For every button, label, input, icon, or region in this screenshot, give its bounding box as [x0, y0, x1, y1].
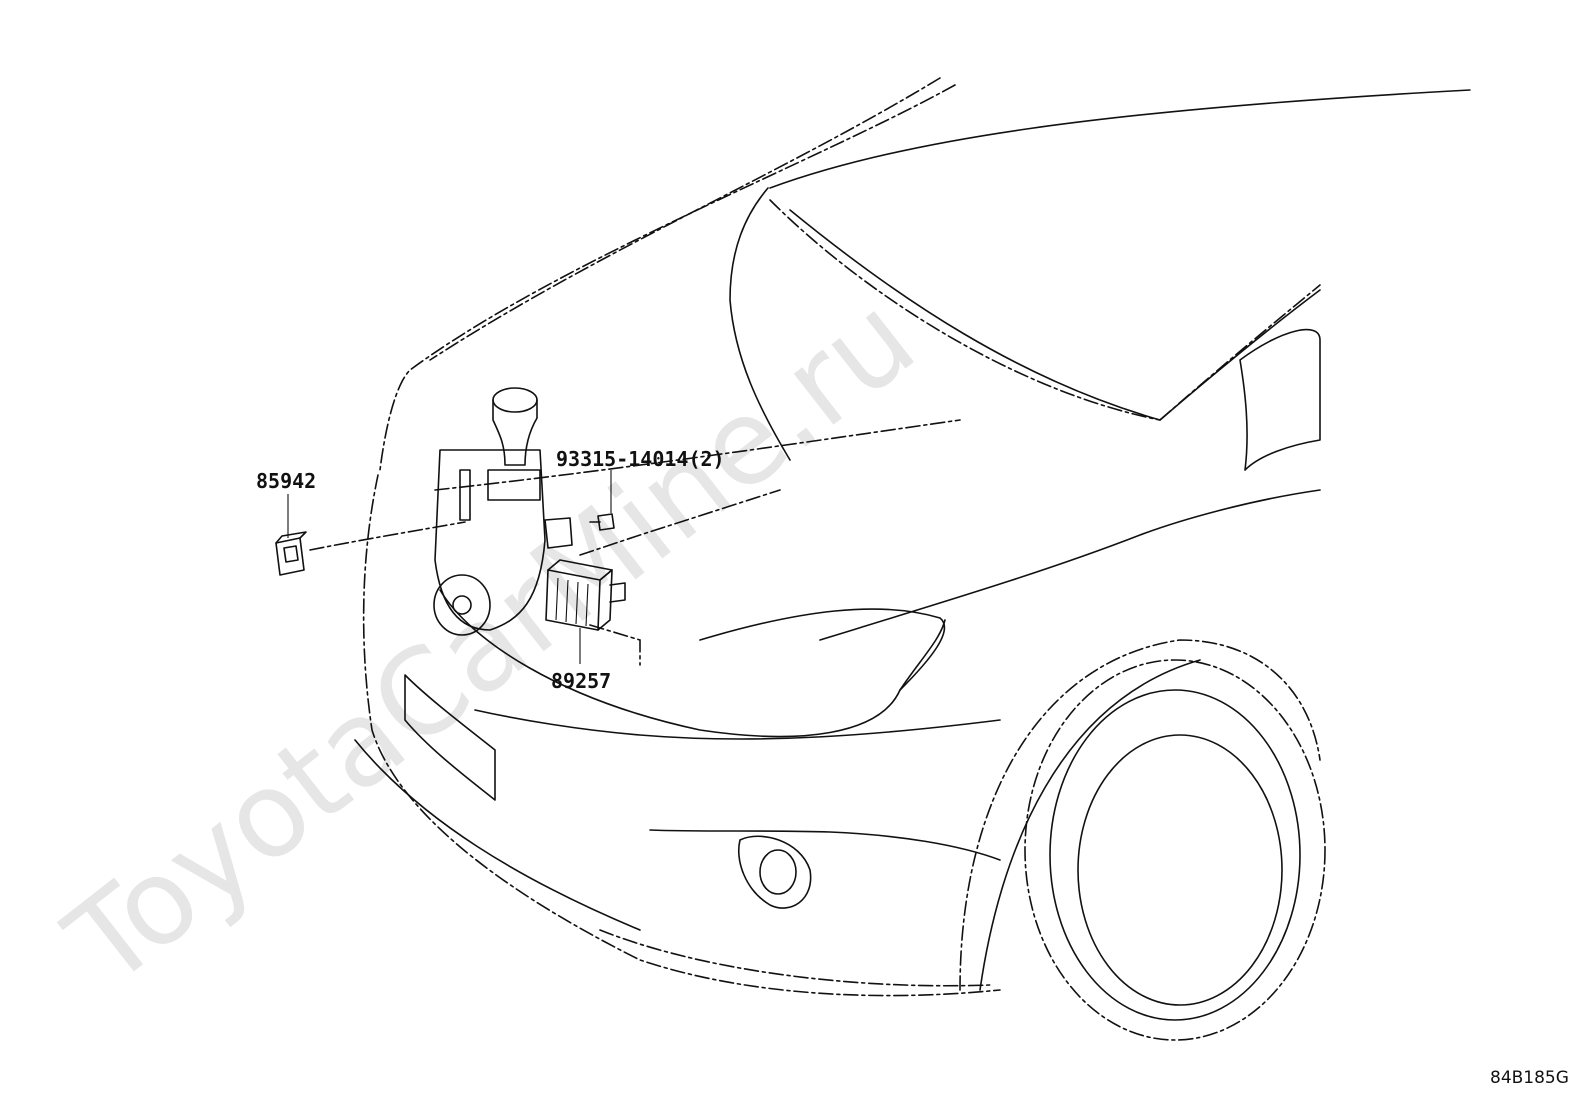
sensor-89257: [545, 559, 626, 631]
connector-85942: [275, 531, 307, 576]
headlamp-outline: [439, 589, 946, 738]
hood-top-edge: [769, 89, 1471, 189]
windshield-base: [789, 209, 1321, 421]
fender-line: [819, 489, 1321, 641]
bumper-lower-edge: [354, 739, 641, 931]
hood-fold-line: [729, 187, 791, 461]
side-mirror: [1239, 328, 1321, 471]
hood-lower-edge: [699, 608, 946, 691]
watermark: ToyotaCarMine.ru: [41, 269, 939, 1013]
hood-front-crease: [434, 419, 961, 491]
upper-grille: [404, 674, 496, 801]
wheel-arch-outer: [979, 659, 1201, 991]
diagram-code: 84B185G: [1490, 1068, 1569, 1088]
hood-center-line: [769, 199, 1161, 421]
lower-grille: [474, 709, 1001, 740]
mounting-bracket: [544, 517, 573, 549]
part-label-85942: 85942: [256, 469, 316, 493]
lower-bumper-line: [649, 829, 1001, 861]
fog-lamp: [738, 835, 812, 909]
watermark-text: ToyotaCarMine.ru: [41, 269, 939, 1013]
windshield-lower: [1159, 284, 1321, 421]
connector-leader: [309, 521, 466, 551]
sensor-leader: [579, 489, 781, 556]
leader-lines: [287, 470, 612, 664]
bolt-93315: [589, 513, 615, 531]
bumper-skirt: [599, 929, 991, 987]
bumper-outline: [362, 474, 1001, 997]
part-label-93315: 93315-14014(2): [556, 447, 725, 471]
hood-outer-edge: [379, 84, 956, 471]
car-outline: [354, 77, 1471, 1041]
reservoir-tank: [433, 387, 546, 636]
sensor-frame: [589, 624, 641, 666]
wheel-arch: [959, 639, 1321, 991]
engine-bay-components: [275, 387, 781, 666]
part-label-89257: 89257: [551, 669, 611, 693]
front-wheel: [1024, 659, 1326, 1041]
